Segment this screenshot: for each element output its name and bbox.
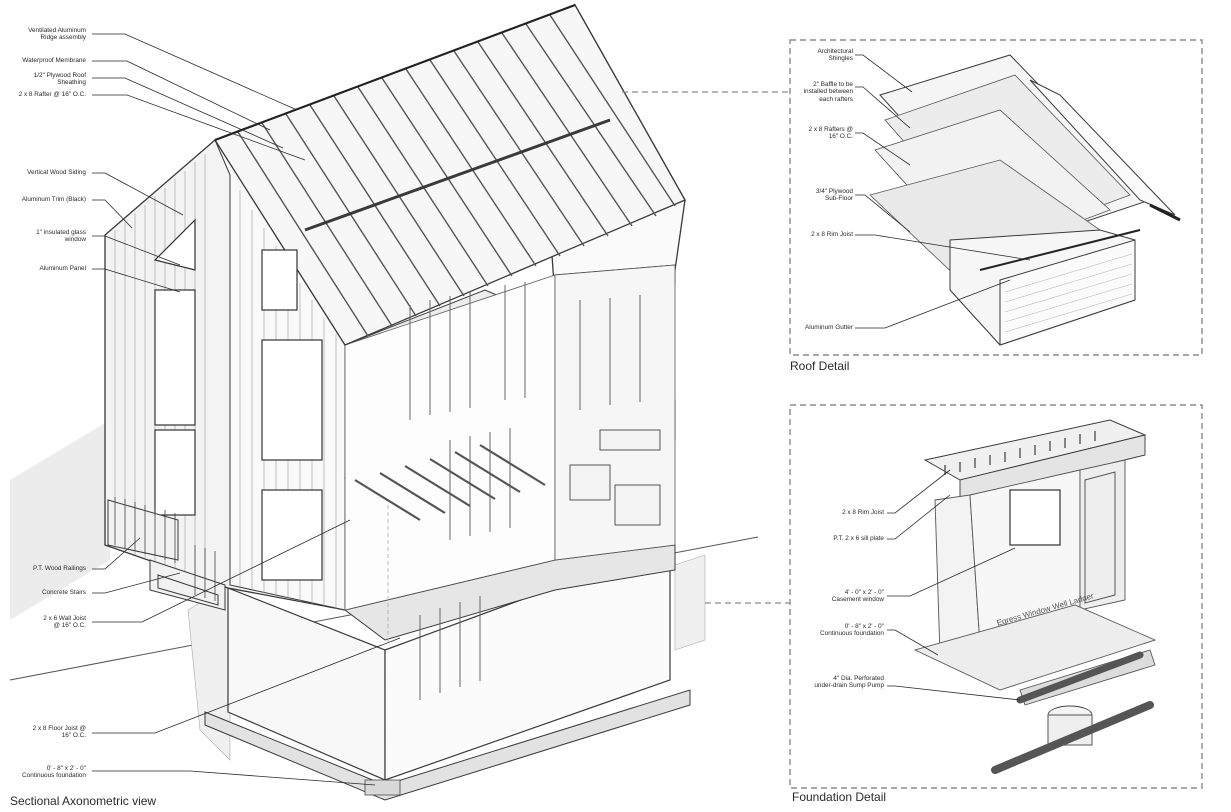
kitchen (569, 429, 661, 526)
foundation-detail-frame (789, 404, 1203, 789)
label-rafters-detail: 2 x 8 Rafters @ 16" O.C. (808, 126, 854, 141)
label-continuous-foundation: 0' - 8" x 2' - 0" Continuous foundation (22, 765, 86, 780)
label-plywood-subfloor: 3/4" Plywood Sub-Floor (815, 188, 853, 203)
roof-leaders (855, 54, 1031, 329)
roof-detail-frame (789, 39, 1203, 356)
label-architectural-shingles: Architectural Shingles (817, 48, 853, 63)
porch (107, 499, 226, 611)
label-rim-joist-foundation: 2 x 8 Rim Joist (842, 509, 884, 516)
ridge-line (214, 3, 576, 142)
roof-detail-drawing (869, 54, 1181, 346)
ground-shadow (10, 420, 110, 620)
label-aluminum-trim: Aluminum Trim (Black) (21, 196, 86, 203)
caption-sectional-view: Sectional Axonometric view (10, 794, 157, 808)
main-leaders (92, 33, 401, 786)
label-casement-window: 4' - 0" x 2' - 0" Casement window (831, 589, 884, 604)
left-windows (153, 218, 323, 581)
label-sump-pump: 4" Dia. Perforated under-drain Sump Pump (814, 675, 884, 690)
soil-left (187, 584, 231, 761)
soil-right (674, 554, 706, 651)
interior-studs (409, 282, 641, 700)
roof-detail-siding (1004, 253, 1133, 333)
label-insulated-glass: 1" insulated glass window (36, 229, 86, 244)
foundation-detail-drawing (913, 419, 1157, 774)
caption-foundation-detail: Foundation Detail (792, 790, 887, 804)
label-rafter: 2 x 8 Rafter @ 16" O.C. (18, 91, 86, 98)
label-concrete-stairs: Concrete Stairs (41, 589, 86, 596)
label-aluminum-gutter: Aluminum Gutter (805, 324, 853, 331)
label-waterproof-membrane: Waterproof Membrane (22, 57, 86, 64)
label-sill-plate: P.T. 2 x 6 sill plate (833, 535, 884, 542)
foundation-leaders (887, 469, 1021, 701)
label-wood-siding: Vertical Wood Siding (27, 169, 86, 176)
label-wall-joist: 2 x 6 Wall Joist @ 16" O.C. (43, 615, 86, 630)
label-wood-railings: P.T. Wood Railings (32, 565, 86, 572)
footing-pad (364, 779, 401, 796)
label-aluminum-panel: Aluminum Panel (39, 265, 86, 272)
foundation-rafter-ticks (944, 431, 1096, 475)
label-ridge-assembly: Ventilated Aluminum Ridge assembly (28, 27, 86, 42)
caption-roof-detail: Roof Detail (790, 359, 850, 373)
label-continuous-foundation-detail: 0' - 8" x 2' - 0" Continuous foundation (820, 623, 884, 638)
label-roof-sheathing: 1/2" Plywood Roof Sheathing (33, 72, 86, 87)
roof-rafters (237, 14, 676, 337)
label-baffle: 2" Baffle to be installed between each r… (803, 81, 853, 103)
label-floor-joist: 2 x 8 Floor Joist @ 16" O.C. (32, 725, 86, 740)
floor-joists (354, 444, 546, 521)
label-rim-joist-roof: 2 x 8 Rim Joist (811, 231, 853, 238)
roof-beam (304, 118, 611, 232)
